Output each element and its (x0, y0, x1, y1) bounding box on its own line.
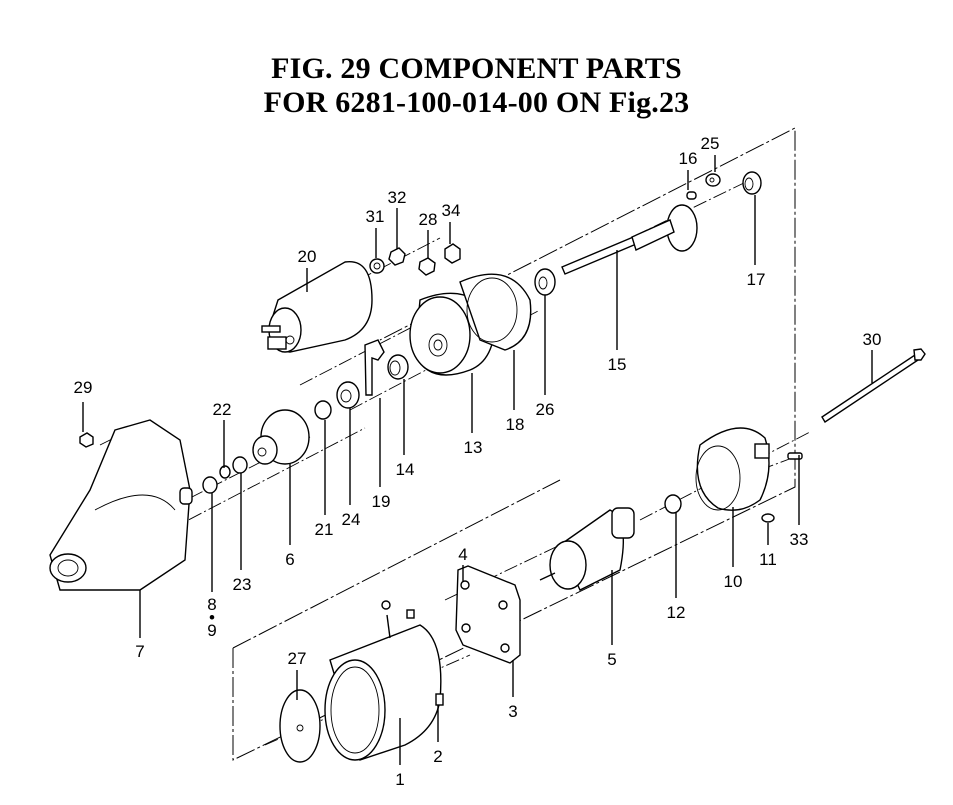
part-26-washer (534, 268, 556, 296)
part-18-internal-gear (459, 273, 532, 351)
callout-27: 27 (288, 649, 307, 668)
leader-lines (82, 155, 873, 765)
assembly-frame (232, 127, 796, 761)
callout-separator: • (209, 608, 215, 627)
callout-19: 19 (372, 492, 391, 511)
part-14-sleeve (387, 354, 409, 380)
part-30-through-bolt (821, 348, 926, 423)
part-31-washer (369, 258, 385, 274)
callout-18: 18 (506, 415, 525, 434)
callout-2: 2 (433, 747, 442, 766)
part-19-lever (364, 339, 385, 396)
callout-6: 6 (285, 550, 294, 569)
part-33-screw (787, 452, 803, 460)
part-32-nut (388, 247, 406, 266)
callout-15: 15 (608, 355, 627, 374)
callout-23: 23 (233, 575, 252, 594)
part-27-disk (279, 689, 321, 763)
part-29-nut (79, 432, 94, 448)
callout-30: 30 (863, 330, 882, 349)
part-17-gear (742, 171, 762, 195)
callout-16: 16 (679, 149, 698, 168)
part-25-washer (705, 173, 721, 187)
callout-11: 11 (759, 550, 777, 569)
figure-title-line1: FIG. 29 COMPONENT PARTS (271, 52, 682, 85)
callout-26: 26 (536, 400, 555, 419)
callout-8: 8 (207, 595, 216, 614)
part-12-rear-bushing (664, 494, 682, 514)
part-16-pin (686, 191, 697, 200)
part-21-snap-ring (314, 400, 332, 420)
figure-title-line2: FOR 6281-100-014-00 ON Fig.23 (263, 86, 690, 119)
callout-1: 1 (395, 770, 404, 789)
callout-5: 5 (607, 650, 616, 669)
part-22-stop-ring (219, 465, 231, 479)
callout-12: 12 (667, 603, 686, 622)
callout-28: 28 (419, 210, 438, 229)
part-2-terminal (435, 693, 444, 706)
callout-14: 14 (396, 460, 415, 479)
part-24-washer (336, 381, 360, 409)
callout-3: 3 (508, 702, 517, 721)
callout-7: 7 (135, 642, 144, 661)
part-1-yoke (324, 600, 442, 761)
callout-33: 33 (790, 530, 809, 549)
callout-31: 31 (366, 207, 385, 226)
part-3-brush-holder (455, 565, 521, 664)
callout-13: 13 (464, 438, 483, 457)
part-7-front-housing (49, 419, 193, 591)
callout-9: 9 (207, 621, 216, 640)
callout-4: 4 (458, 545, 467, 564)
part-15-output-shaft (561, 204, 698, 275)
callout-20: 20 (298, 247, 317, 266)
callout-24: 24 (342, 510, 361, 529)
callout-29: 29 (74, 378, 93, 397)
callout-22: 22 (213, 400, 232, 419)
part-11-plug (761, 513, 775, 523)
callout-labels: 20 31 32 28 34 16 25 17 15 26 18 13 14 1… (74, 134, 882, 789)
callout-17: 17 (747, 270, 766, 289)
part-5-armature (539, 507, 635, 591)
part-23-ring (232, 456, 248, 474)
part-6-pinion-clutch (252, 409, 310, 465)
part-10-rear-cover (695, 427, 770, 511)
callout-25: 25 (701, 134, 720, 153)
part-20-solenoid (261, 261, 373, 353)
part-28-nut (418, 257, 436, 276)
callout-34: 34 (442, 201, 461, 220)
part-8-bushing (202, 476, 218, 494)
callout-32: 32 (388, 188, 407, 207)
part-34-nut (444, 243, 461, 264)
callout-21: 21 (315, 520, 334, 539)
callout-10: 10 (724, 572, 743, 591)
